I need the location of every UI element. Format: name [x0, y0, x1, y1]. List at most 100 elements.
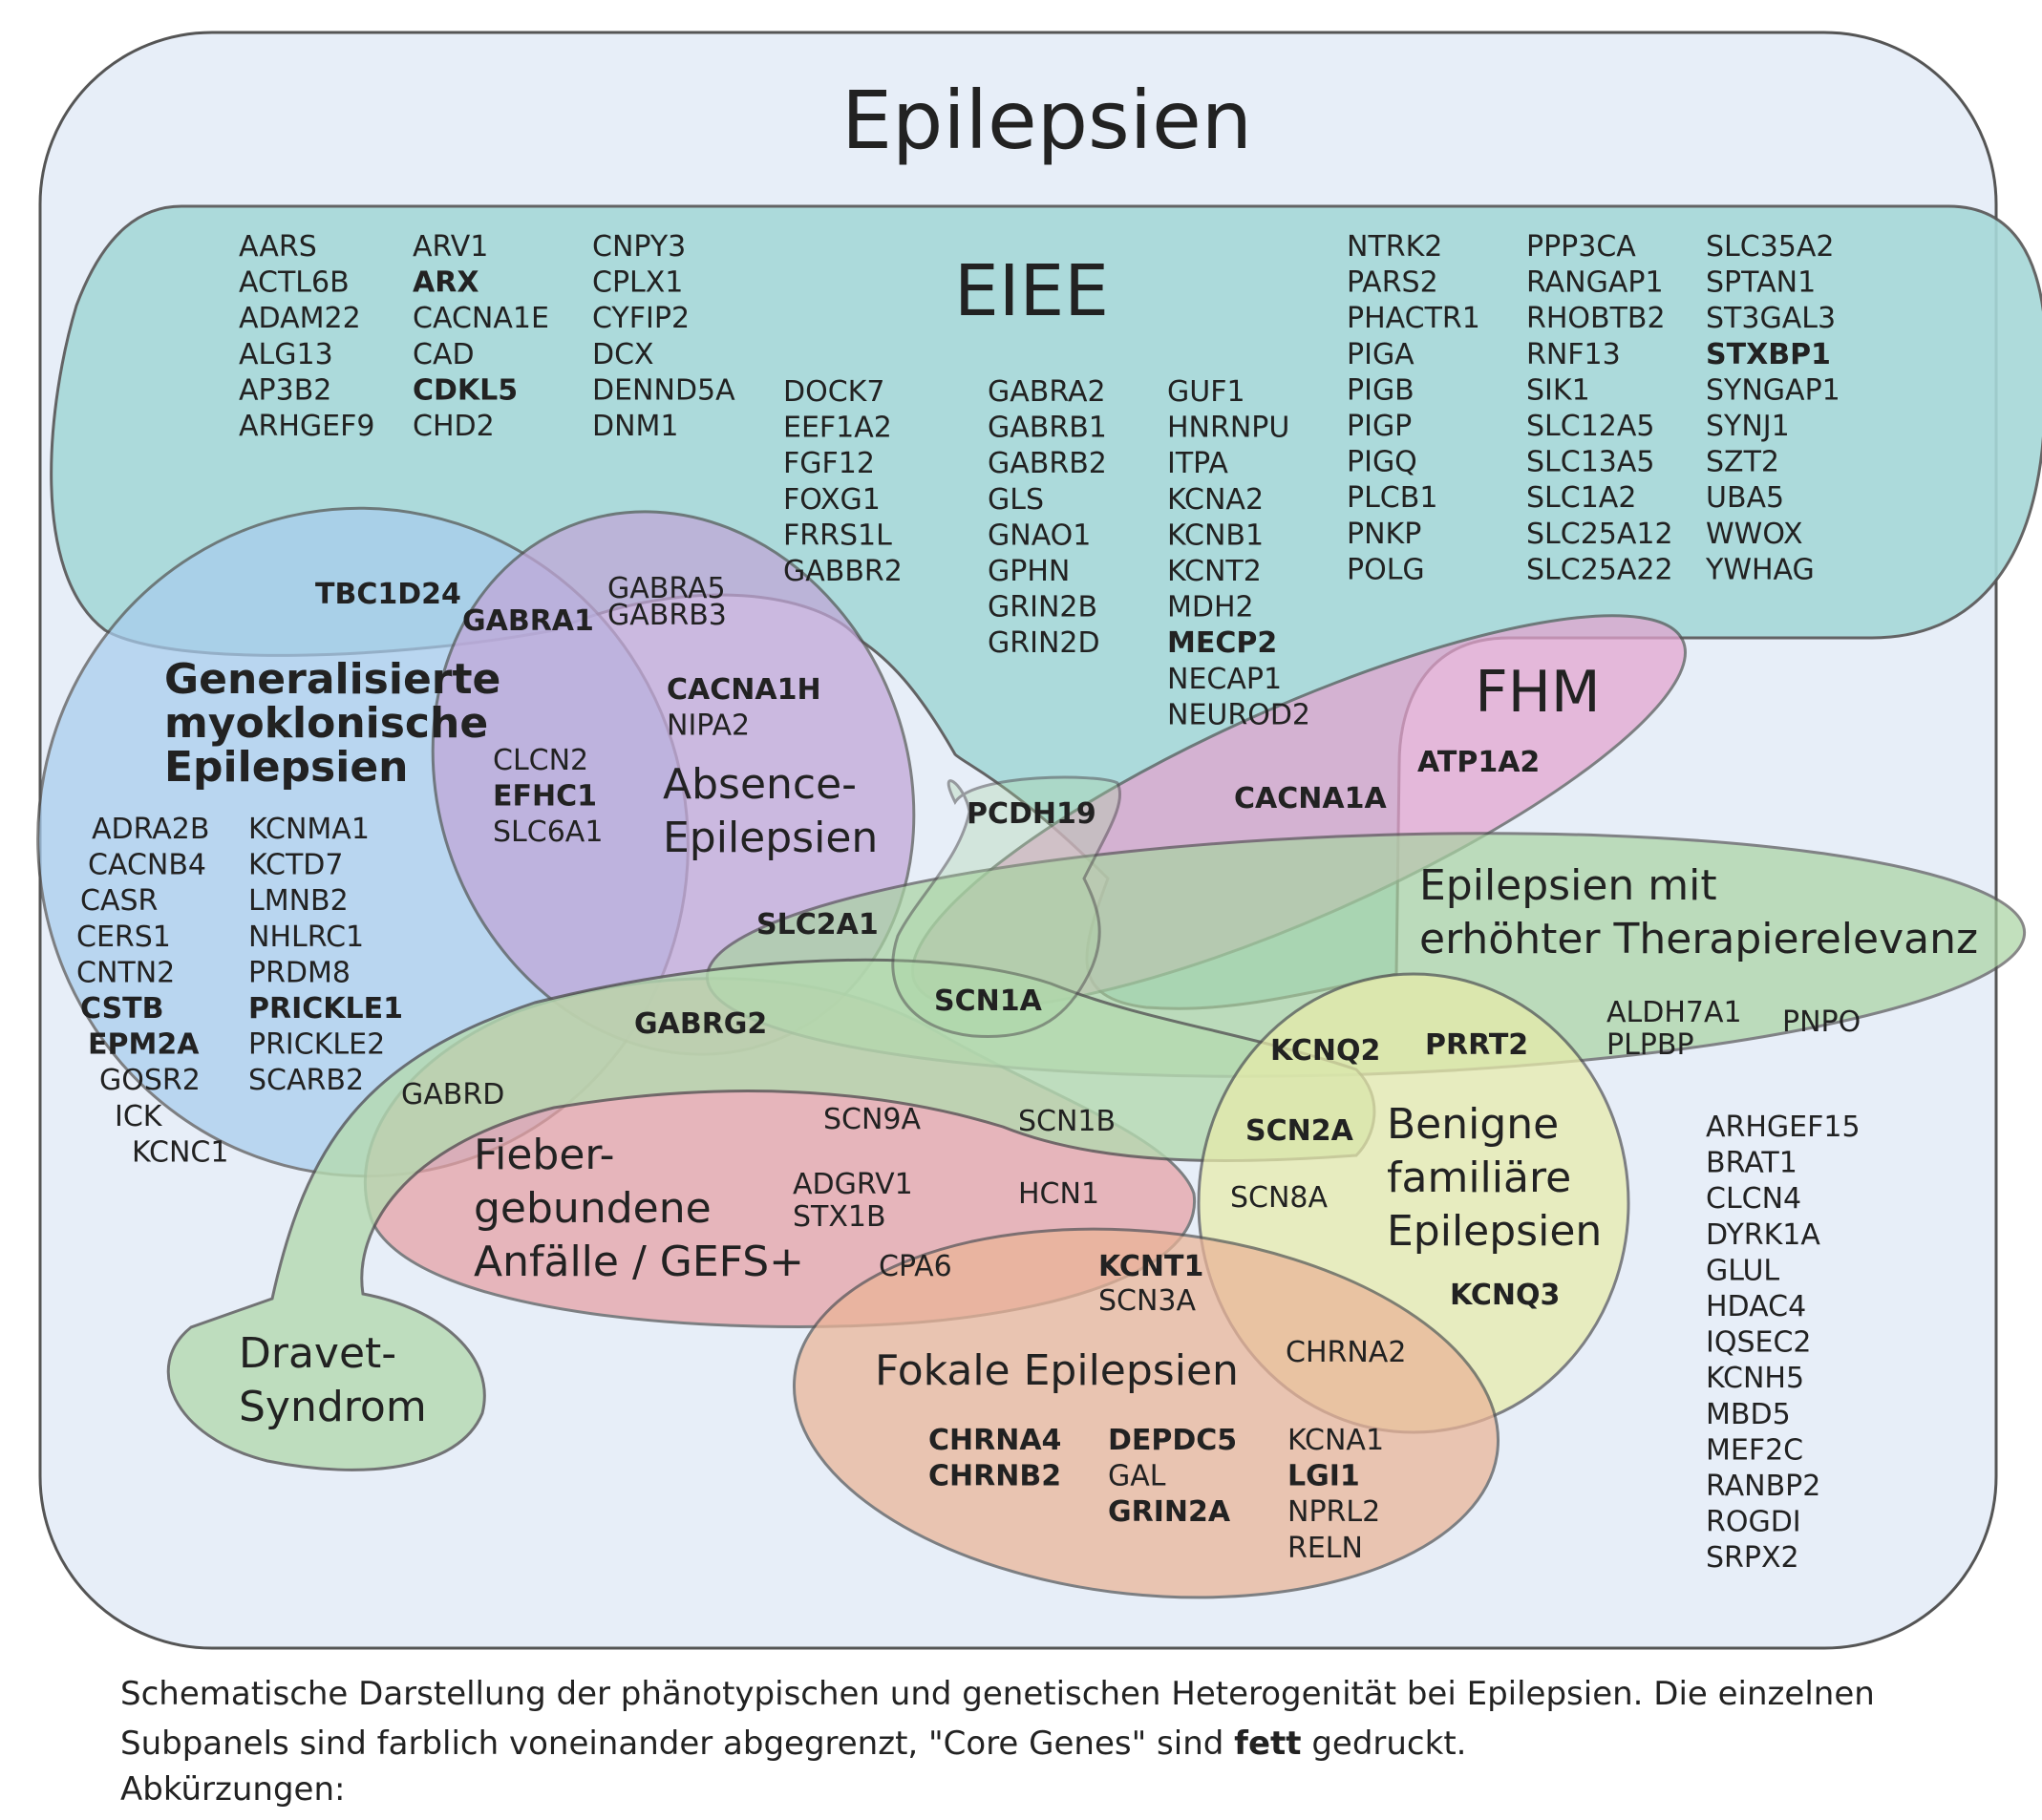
gene-scn1b: SCN1B [1018, 1105, 1116, 1138]
gene-name: GOSR2 [99, 1064, 201, 1097]
gene-name: CLCN4 [1706, 1182, 1801, 1216]
gene-name: ARV1 [413, 230, 488, 264]
gene-slc2a1: SLC2A1 [756, 908, 879, 942]
gene-name: FOXG1 [783, 483, 881, 517]
caption-line1: Schematische Darstellung der phänotypisc… [120, 1675, 1875, 1713]
gene-scn1a: SCN1A [934, 984, 1043, 1018]
gene-aldh7a1: ALDH7A1 [1606, 996, 1742, 1029]
gene-name: LGI1 [1287, 1460, 1360, 1493]
gene-name: GRIN2A [1108, 1495, 1231, 1529]
gene-name: SLC12A5 [1526, 410, 1655, 443]
gene-name: PRICKLE2 [248, 1028, 385, 1062]
gene-name: RANBP2 [1706, 1470, 1820, 1503]
gene-plpbp: PLPBP [1606, 1028, 1694, 1062]
gene-name: CYFIP2 [592, 302, 690, 335]
therapy-title-line: erhöhter Therapierelevanz [1419, 915, 1978, 963]
gene-name: GRIN2D [988, 626, 1100, 660]
gene-name: ADRA2B [92, 813, 209, 846]
gene-name: CACNB4 [88, 849, 206, 882]
gene-name: DOCK7 [783, 375, 884, 409]
caption-line2-a: Subpanels sind farblich voneinander abge… [120, 1725, 1235, 1763]
gene-name: SPTAN1 [1706, 266, 1816, 300]
gene-name: KCNMA1 [248, 813, 370, 846]
gene-name: CPLX1 [592, 266, 683, 300]
gene-name: PRICKLE1 [248, 992, 403, 1026]
gene-name: CSTB [80, 992, 164, 1026]
gene-name: EEF1A2 [783, 412, 892, 445]
fhm-region-title: FHM [1475, 659, 1600, 726]
febrile-region-title: Fieber- gebundene Anfälle / GEFS+ [474, 1131, 804, 1286]
generalized-title-line: Generalisierte [164, 655, 500, 704]
gene-name: GABRA2 [988, 375, 1106, 409]
gene-name: KCNC1 [132, 1135, 228, 1169]
gene-name: GNAO1 [988, 518, 1091, 552]
gene-name: SLC25A22 [1526, 553, 1673, 586]
dravet-title-line: Syndrom [239, 1383, 427, 1431]
gene-name: GABBR2 [783, 555, 903, 588]
gene-name: NIPA2 [667, 709, 750, 743]
febrile-title-line: Fieber- [474, 1131, 615, 1179]
gene-name: MDH2 [1167, 591, 1254, 624]
gene-name: GABRB1 [988, 412, 1107, 445]
gene-name: ST3GAL3 [1706, 302, 1836, 335]
gene-name: FRRS1L [783, 518, 892, 552]
gene-name: WWOX [1706, 518, 1803, 551]
gene-name: MBD5 [1706, 1398, 1791, 1431]
gene-name: GAL [1108, 1460, 1166, 1493]
gene-name: CAD [413, 338, 475, 371]
absence-title-line: Epilepsien [663, 814, 878, 862]
gene-hcn1: HCN1 [1018, 1177, 1099, 1211]
gene-name: SCARB2 [248, 1064, 364, 1097]
absence-region-title: Absence- Epilepsien [663, 760, 878, 862]
gene-name: DENND5A [592, 373, 735, 407]
gene-name: CNPY3 [592, 230, 686, 264]
gene-gabra1: GABRA1 [462, 604, 594, 638]
gene-gabrd: GABRD [401, 1078, 504, 1111]
gene-name: MEF2C [1706, 1433, 1803, 1467]
febrile-title-line: Anfälle / GEFS+ [474, 1238, 804, 1286]
benign-title-line: Epilepsien [1387, 1207, 1602, 1256]
gene-scn2a: SCN2A [1245, 1114, 1354, 1148]
gene-name: GLUL [1706, 1254, 1779, 1287]
gene-name: NECAP1 [1167, 663, 1282, 696]
scn1a-pcdh19-core-region [891, 775, 1122, 1039]
gene-name: UBA5 [1706, 481, 1784, 515]
gene-name: NEUROD2 [1167, 698, 1310, 731]
gene-name: EFHC1 [493, 780, 597, 814]
gene-name: HDAC4 [1706, 1290, 1806, 1323]
gene-name: KCTD7 [248, 849, 344, 882]
gene-name: LMNB2 [248, 884, 349, 918]
generalized-title-line: Epilepsien [164, 743, 409, 792]
gene-name: SLC35A2 [1706, 230, 1835, 264]
gene-gabrg2: GABRG2 [634, 1007, 767, 1041]
gene-name: ARX [413, 266, 479, 300]
gene-name: PIGB [1347, 373, 1415, 407]
eiee-region [50, 204, 2042, 1010]
gene-name: GLS [988, 483, 1044, 517]
gene-kcnt1: KCNT1 [1098, 1250, 1203, 1283]
focal-region [792, 1227, 1500, 1599]
gene-name: NPRL2 [1287, 1495, 1380, 1529]
therapy-region-title: Epilepsien mit erhöhter Therapierelevanz [1419, 861, 1978, 963]
gene-name: SZT2 [1706, 446, 1779, 479]
gene-name: ADAM22 [239, 302, 361, 335]
febrile-title-line: gebundene [474, 1184, 712, 1233]
gene-name: RANGAP1 [1526, 266, 1664, 300]
benign-title-line: Benigne [1387, 1100, 1559, 1149]
gene-name: NHLRC1 [248, 921, 364, 954]
gene-name: ACTL6B [239, 266, 350, 300]
gene-name: NTRK2 [1347, 230, 1442, 264]
gene-name: GRIN2B [988, 591, 1097, 624]
gene-name: KCNA1 [1287, 1424, 1384, 1457]
abbreviations-label: Abkürzungen: [120, 1770, 346, 1809]
gene-name: PARS2 [1347, 266, 1438, 300]
gene-name: MECP2 [1167, 626, 1277, 660]
gene-cacna1a: CACNA1A [1234, 782, 1387, 815]
